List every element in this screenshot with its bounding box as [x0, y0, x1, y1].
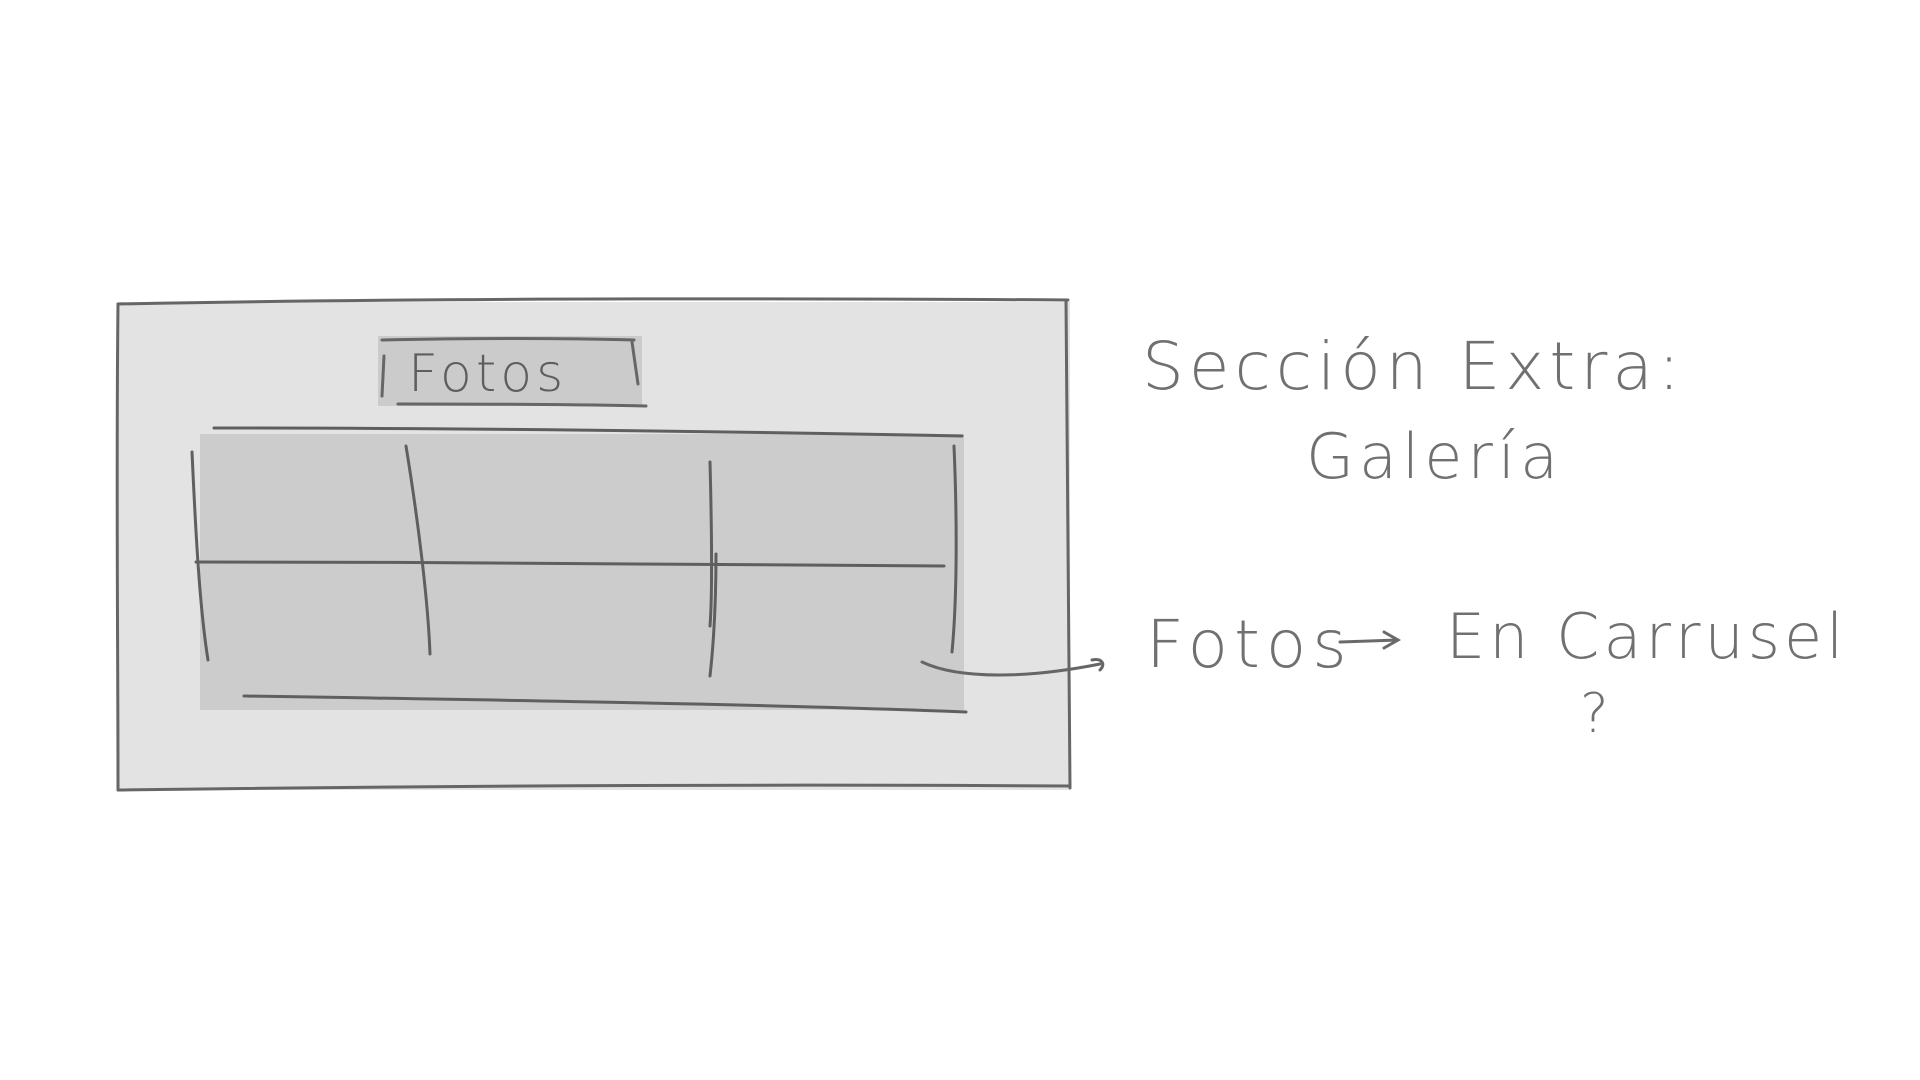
photo-gallery-grid — [200, 434, 964, 710]
connector-arrow — [920, 658, 1105, 677]
section-panel-outline — [115, 297, 1072, 792]
note-question-mark: ? — [1580, 682, 1609, 745]
tab-label-fotos: Fotos — [408, 344, 568, 404]
note-photos-label: Fotos — [1146, 606, 1353, 683]
arrow-to-carousel — [1338, 630, 1402, 650]
tab-button — [378, 336, 642, 406]
note-section-subtitle: Galería — [1306, 420, 1564, 493]
photo-gallery-grid-lines — [190, 426, 968, 714]
tab-button-outline — [380, 337, 648, 408]
note-section-title: Sección Extra: — [1142, 328, 1686, 405]
note-carousel-label: En Carrusel — [1446, 600, 1848, 673]
